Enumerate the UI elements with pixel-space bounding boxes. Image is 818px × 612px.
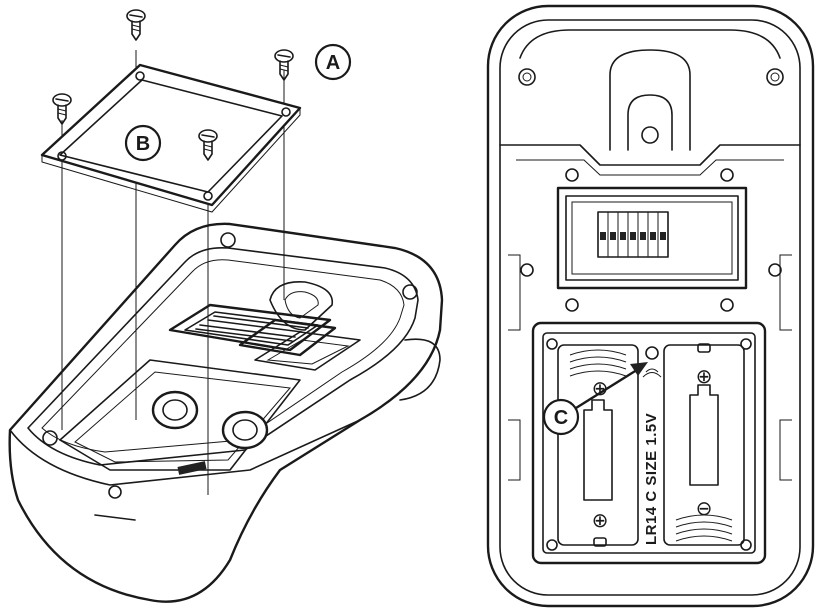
callout-a-label: A <box>326 52 340 74</box>
screw-3 <box>274 49 294 81</box>
dip-switches <box>597 211 669 258</box>
cover-plate <box>40 63 302 213</box>
right-device-rear-view: ⊕ ⊕ ⊕ ⊖ LR14 C SIZE 1.5V C <box>486 4 815 608</box>
left-device-exploded-view: A B <box>8 9 444 603</box>
screw-4 <box>198 129 218 161</box>
dip-switch-window <box>556 186 748 290</box>
screw-1 <box>52 93 72 125</box>
keyhole-hanger <box>609 49 691 151</box>
battery-terminals <box>151 390 269 475</box>
callout-c: C <box>542 362 648 436</box>
reset-hole <box>645 346 659 360</box>
dip-switch-block <box>168 303 337 357</box>
callout-b-label: B <box>136 133 150 155</box>
device-body <box>8 222 444 603</box>
callout-b: B <box>124 124 162 162</box>
screw-2 <box>126 9 146 41</box>
battery-compartment: ⊕ ⊕ ⊕ ⊖ LR14 C SIZE 1.5V <box>531 321 767 565</box>
callout-c-label: C <box>554 407 568 429</box>
housing-outline <box>486 4 815 608</box>
callout-a: A <box>314 43 352 81</box>
negative-symbol-right: ⊖ <box>696 496 713 520</box>
positive-symbol-left: ⊕ <box>592 376 609 400</box>
positive-symbol-bottom-left: ⊕ <box>592 508 609 532</box>
battery-spec-label: LR14 C SIZE 1.5V <box>643 413 660 545</box>
positive-symbol-right: ⊕ <box>696 364 713 388</box>
screws <box>52 9 294 161</box>
